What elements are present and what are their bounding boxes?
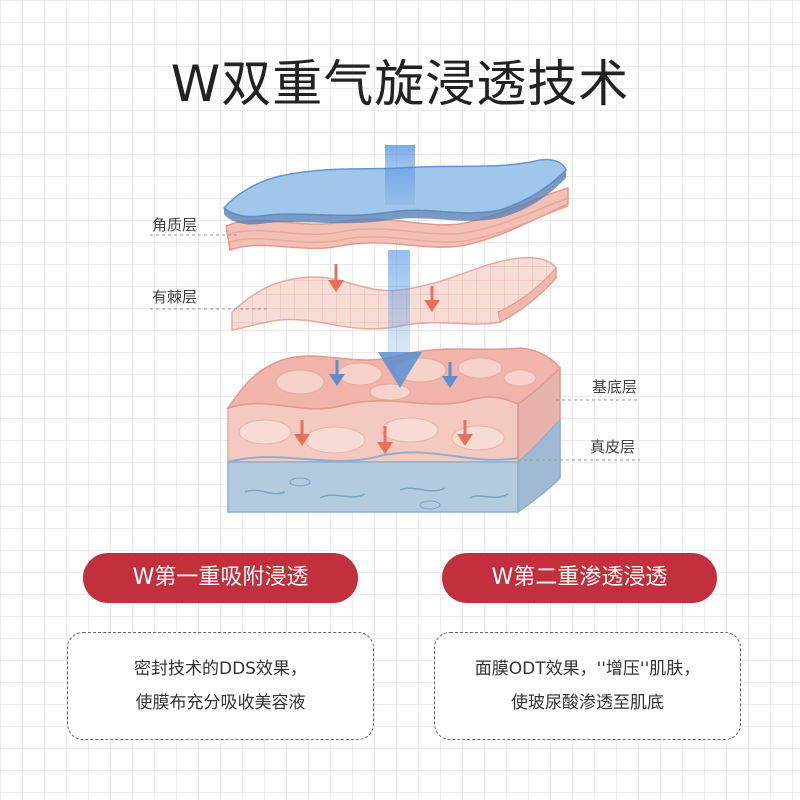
top-beam xyxy=(385,145,415,205)
label-dermis: 真皮层 xyxy=(590,438,636,456)
feature-2-label: W第二重渗透浸透 xyxy=(442,553,717,603)
dermis-front xyxy=(227,461,519,513)
feature-2-description: 面膜ODT效果，''增压''肌肤， 使玻尿酸渗透至肌底 xyxy=(434,632,741,740)
skin-block xyxy=(226,347,562,514)
label-stratum-corneum: 角质层 xyxy=(152,216,198,234)
center-arrow xyxy=(378,352,422,388)
feature-2-line-1: 面膜ODT效果，''增压''肌肤， xyxy=(474,659,701,679)
label-stratum-basale: 基底层 xyxy=(592,378,638,396)
red-arrows xyxy=(294,264,473,454)
center-beam xyxy=(388,250,410,352)
page-title: W双重气旋浸透技术 xyxy=(170,55,630,113)
feature-2-line-2: 使玻尿酸渗透至肌底 xyxy=(511,693,664,713)
feature-1-line-1: 密封技术的DDS效果， xyxy=(134,659,307,679)
label-stratum-spinosum: 有棘层 xyxy=(152,288,198,306)
feature-1-label: W第一重吸附浸透 xyxy=(83,553,358,603)
feature-1-line-2: 使膜布充分吸收美容液 xyxy=(135,693,306,713)
feature-1-description: 密封技术的DDS效果， 使膜布充分吸收美容液 xyxy=(67,632,374,740)
skin-layers-diagram xyxy=(150,145,640,514)
blue-arrows xyxy=(329,360,458,388)
leader-lines xyxy=(150,234,640,461)
